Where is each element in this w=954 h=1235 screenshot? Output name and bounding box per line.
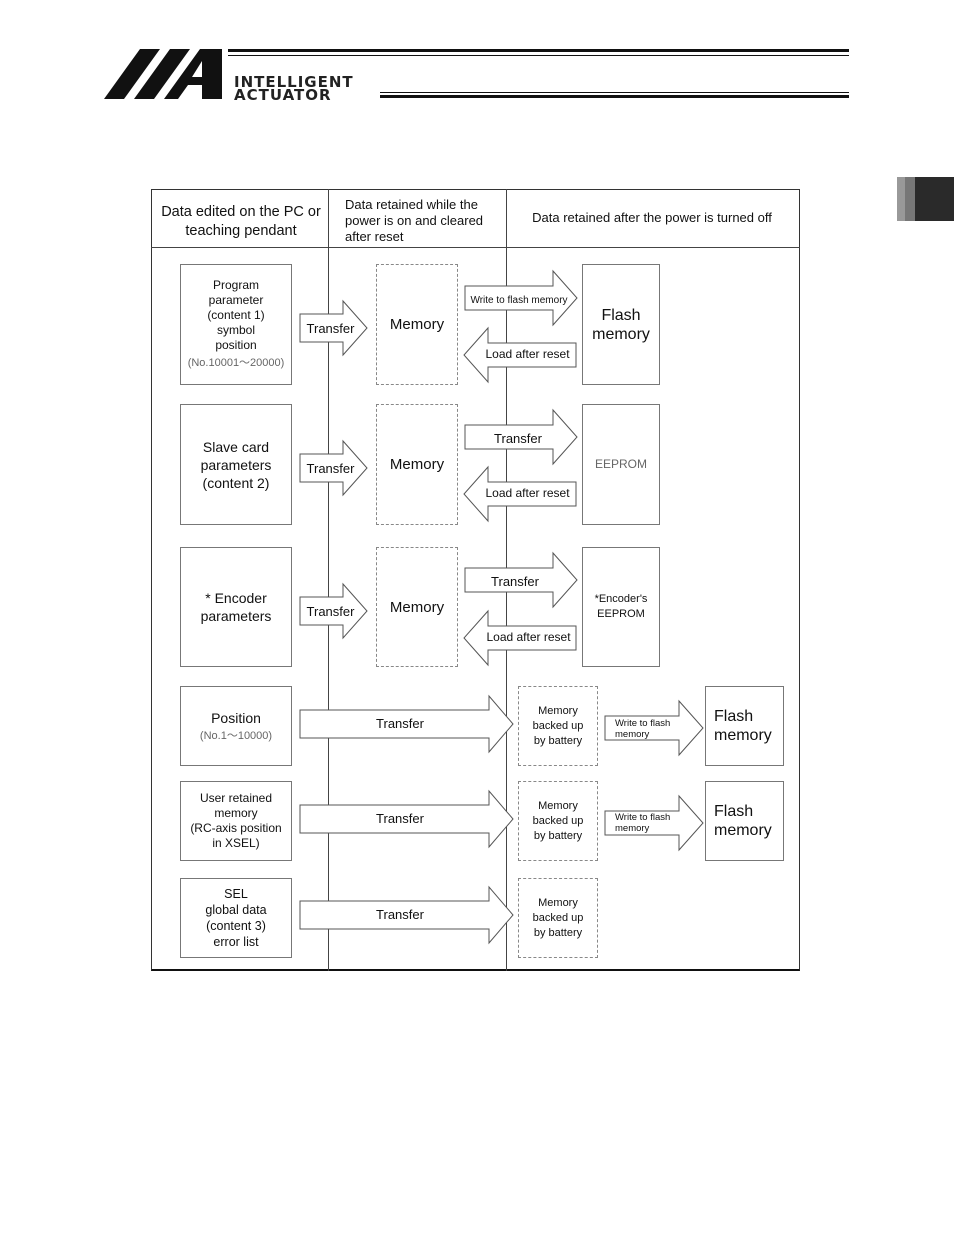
source-line: Program xyxy=(212,278,259,292)
column-divider-1 xyxy=(328,189,329,971)
source-line: Slave card xyxy=(202,438,270,455)
load-label: Load after reset xyxy=(485,486,570,500)
load-label: Load after reset xyxy=(486,630,571,644)
source-line: (content 2) xyxy=(202,474,270,491)
transfer-label: Transfer xyxy=(306,461,355,476)
header-rule-top-thin xyxy=(228,55,849,56)
encoder-eeprom-box: *Encoder's EEPROM xyxy=(582,547,660,667)
flash-memory-box: Flash memory xyxy=(705,781,784,861)
header-rule-bottom-thin xyxy=(380,92,849,93)
transfer-arrow-right xyxy=(299,582,368,640)
write-flash-label: Write to flash memory xyxy=(615,718,671,740)
column-header-nonvolatile: Data retained after the power is turned … xyxy=(532,210,772,225)
source-line: Position xyxy=(211,709,261,726)
load-arrow-left xyxy=(463,465,577,523)
load-arrow-left xyxy=(463,326,577,384)
source-box-sel-global: SEL global data (content 3) error list xyxy=(180,878,292,958)
source-box-slave-card: Slave card parameters (content 2) xyxy=(180,404,292,525)
column-header-edited: Data edited on the PC or teaching pendan… xyxy=(161,204,321,239)
flash-memory-box: Flash memory xyxy=(582,264,660,385)
forward-transfer-label: Transfer xyxy=(494,431,542,446)
chapter-tab-marker xyxy=(897,177,954,221)
source-line: error list xyxy=(213,935,259,949)
brand-line2: ACTUATOR xyxy=(234,86,332,104)
forward-transfer-label: Transfer xyxy=(491,574,539,589)
source-line: (content 3) xyxy=(206,919,266,933)
source-line: parameters xyxy=(200,456,272,473)
memory-box: Memory xyxy=(376,547,458,667)
column-header-volatile: Data retained while the power is on and … xyxy=(345,197,484,244)
header-rule-top-thick xyxy=(228,49,849,52)
write-flash-arrow-right xyxy=(604,794,704,852)
diagram-frame xyxy=(151,189,800,971)
transfer-arrow-right xyxy=(299,439,368,497)
memory-box: Memory xyxy=(376,264,458,385)
source-note: (No.10001〜20000) xyxy=(187,357,285,369)
transfer-arrow-right xyxy=(299,299,368,357)
source-line: position xyxy=(215,338,257,352)
battery-memory-box: Memory backed up by battery xyxy=(518,781,598,861)
transfer-arrow-right-encoder xyxy=(464,551,578,609)
transfer-arrow-long xyxy=(299,789,514,849)
battery-memory-box: Memory backed up by battery xyxy=(518,878,598,958)
source-line: memory xyxy=(214,806,258,820)
source-line: parameter xyxy=(208,293,264,307)
transfer-arrow-long xyxy=(299,694,514,754)
write-flash-label: Write to flash memory xyxy=(470,295,568,306)
source-line: * Encoder xyxy=(205,590,267,606)
transfer-arrow-right-eeprom xyxy=(464,408,578,466)
write-flash-arrow-right xyxy=(604,699,704,757)
header-rule-bottom-thick xyxy=(380,95,849,98)
transfer-arrow-long xyxy=(299,885,514,945)
transfer-label: Transfer xyxy=(306,604,355,619)
source-line: symbol xyxy=(216,323,255,337)
write-flash-label: Write to flash memory xyxy=(615,812,671,834)
source-line: (content 1) xyxy=(207,308,265,322)
transfer-label: Transfer xyxy=(376,811,424,826)
source-note: (No.1〜10000) xyxy=(199,729,273,742)
eeprom-box: EEPROM xyxy=(582,404,660,525)
source-line: User retained xyxy=(199,791,273,805)
source-line: global data xyxy=(205,903,267,917)
flash-memory-box: Flash memory xyxy=(705,686,784,766)
ia-logo-icon xyxy=(104,49,222,99)
load-label: Load after reset xyxy=(485,347,570,361)
source-box-position: Position (No.1〜10000) xyxy=(180,686,292,766)
source-box-program: Program parameter (content 1) symbol pos… xyxy=(180,264,292,385)
header-row-divider xyxy=(151,247,800,248)
source-line: in XSEL) xyxy=(212,836,260,850)
transfer-label: Transfer xyxy=(306,321,355,336)
memory-box: Memory xyxy=(376,404,458,525)
write-flash-arrow-right xyxy=(464,269,578,327)
battery-memory-box: Memory backed up by battery xyxy=(518,686,598,766)
source-line: parameters xyxy=(200,608,272,624)
transfer-label: Transfer xyxy=(376,716,424,731)
load-arrow-left xyxy=(463,609,577,667)
source-line: (RC-axis position xyxy=(190,821,282,835)
source-box-encoder: * Encoder parameters xyxy=(180,547,292,667)
source-box-user-retained: User retained memory (RC-axis position i… xyxy=(180,781,292,861)
transfer-label: Transfer xyxy=(376,907,424,922)
brand-line1: INTELLIGENT xyxy=(234,73,354,91)
source-line: SEL xyxy=(224,887,248,901)
